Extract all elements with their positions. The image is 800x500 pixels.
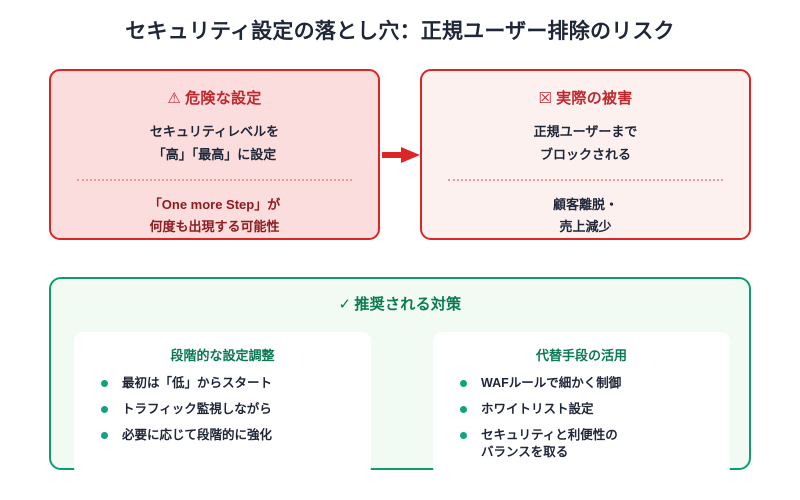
list-item: 必要に応じて段階的に強化 — [88, 427, 357, 445]
list-item: ホワイトリスト設定 — [447, 401, 716, 419]
actual-damage-consequence-line-2: 売上減少 — [559, 219, 612, 235]
danger-settings-heading-text: 危険な設定 — [185, 90, 262, 107]
actual-damage-body-line-2: ブロックされる — [539, 146, 631, 162]
actual-damage-consequence: 顧客離脱・ 売上減少 — [422, 194, 749, 240]
warning-triangle-icon: ⚠ — [167, 89, 182, 107]
actual-damage-consequence-line-1: 顧客離脱・ — [552, 196, 618, 212]
actual-damage-heading: ☒実際の被害 — [422, 87, 749, 108]
missing-glyph-icon: ☒ — [538, 89, 553, 107]
bullet-dot-icon — [101, 380, 108, 387]
danger-settings-consequence: 「One more Step」が 何度も出現する可能性 — [51, 194, 378, 240]
recommended-measures-subcards: 段階的な設定調整 最初は「低」からスタート トラフィック監視しながら 必要に応じ… — [74, 332, 730, 476]
danger-settings-heading: ⚠危険な設定 — [51, 87, 378, 108]
subcard-alternative-methods-title: 代替手段の活用 — [535, 348, 627, 363]
bullet-dot-icon — [460, 405, 467, 413]
subcard-gradual-adjustment-list: 最初は「低」からスタート トラフィック監視しながら 必要に応じて段階的に強化 — [88, 375, 357, 444]
danger-settings-body: セキュリティレベルを 「高」「最高」に設定 — [51, 121, 378, 167]
arrow-right-icon — [382, 147, 420, 163]
subcard-gradual-adjustment: 段階的な設定調整 最初は「低」からスタート トラフィック監視しながら 必要に応じ… — [74, 332, 371, 476]
subcard-alternative-methods: 代替手段の活用 WAFルールで細かく制御 ホワイトリスト設定 セキュリティと利便… — [433, 332, 730, 476]
bullet-dot-icon — [101, 405, 108, 413]
actual-damage-heading-text: 実際の被害 — [556, 90, 633, 107]
bullet-dot-icon — [460, 431, 467, 439]
danger-settings-divider — [77, 178, 352, 181]
actual-damage-divider — [448, 178, 723, 181]
actual-damage-body-line-1: 正規ユーザーまで — [533, 124, 638, 139]
recommended-measures-panel: ✓推奨される対策 段階的な設定調整 最初は「低」からスタート トラフィック監視し… — [49, 277, 751, 476]
recommended-measures-heading-text: 推奨される対策 — [354, 296, 462, 313]
actual-damage-card: ☒実際の被害 正規ユーザーまで ブロックされる 顧客離脱・ 売上減少 — [420, 69, 751, 240]
bullet-dot-icon — [460, 380, 467, 387]
list-item-line-1: 最初は「低」からスタート — [122, 376, 273, 390]
subcard-alternative-methods-list: WAFルールで細かく制御 ホワイトリスト設定 セキュリティと利便性の バランスを… — [447, 375, 716, 462]
danger-settings-consequence-line-2: 何度も出現する可能性 — [149, 219, 280, 235]
danger-settings-card: ⚠危険な設定 セキュリティレベルを 「高」「最高」に設定 「One more S… — [49, 69, 380, 240]
list-item: セキュリティと利便性の バランスを取る — [447, 427, 716, 463]
actual-damage-body: 正規ユーザーまで ブロックされる — [422, 121, 749, 167]
list-item: 最初は「低」からスタート — [88, 375, 357, 393]
list-item: WAFルールで細かく制御 — [447, 375, 716, 393]
arrow-head — [401, 147, 420, 163]
arrow-shaft — [382, 152, 404, 158]
danger-settings-body-line-2: 「高」「最高」に設定 — [152, 146, 277, 162]
list-item-line-1: トラフィック監視しながら — [122, 401, 272, 416]
danger-settings-body-line-1: セキュリティレベルを — [149, 124, 280, 139]
subcard-gradual-adjustment-title: 段階的な設定調整 — [170, 348, 275, 363]
list-item-line-1: WAFルールで細かく制御 — [481, 376, 622, 390]
recommended-measures-heading: ✓推奨される対策 — [51, 293, 749, 314]
list-item-line-1: ホワイトリスト設定 — [481, 401, 594, 416]
check-icon: ✓ — [338, 295, 352, 313]
bullet-dot-icon — [101, 431, 108, 439]
page-title: セキュリティ設定の落とし穴：正規ユーザー排除のリスク — [125, 20, 675, 43]
danger-settings-consequence-line-1: 「One more Step」が — [148, 196, 281, 212]
list-item: トラフィック監視しながら — [88, 401, 357, 419]
list-item-line-1: セキュリティと利便性の — [481, 427, 618, 442]
list-item-line-1: 必要に応じて段階的に強化 — [122, 427, 273, 442]
list-item-line-2: バランスを取る — [481, 445, 569, 460]
